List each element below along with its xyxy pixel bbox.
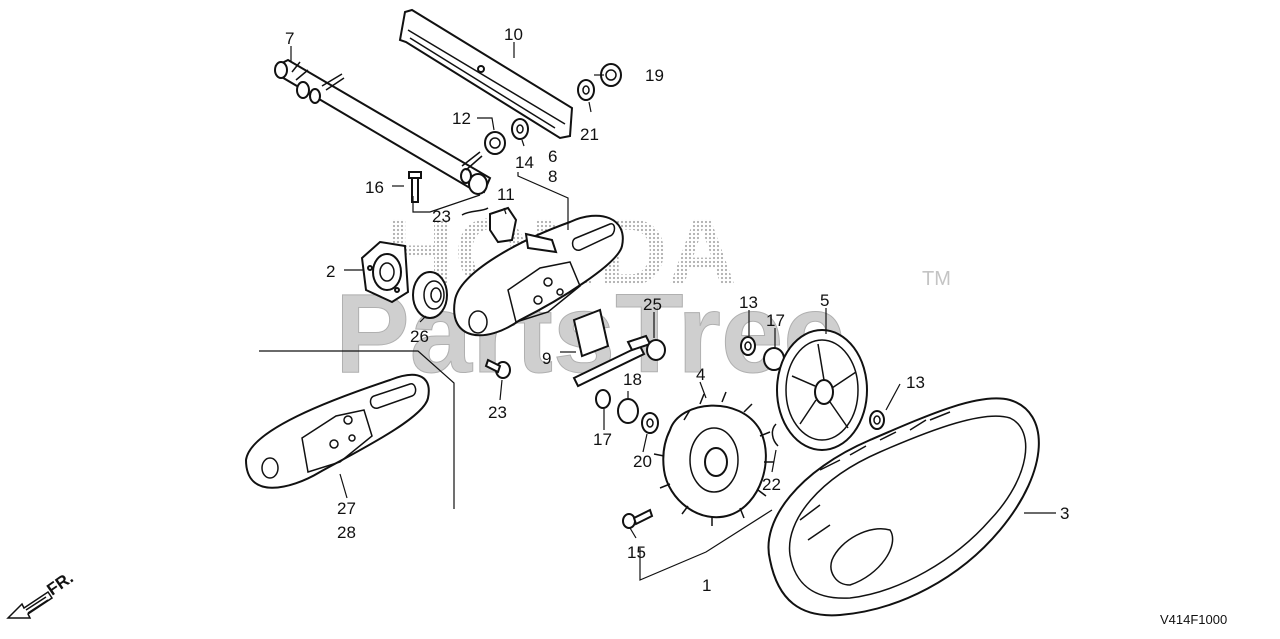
label-24: 23	[488, 403, 507, 422]
part-14-washer	[511, 118, 529, 140]
part-24-bolt	[484, 358, 511, 379]
part-3-track	[767, 397, 1040, 617]
label-6: 6	[548, 147, 557, 166]
part-19-collar	[617, 398, 639, 424]
part-10-rail	[398, 8, 574, 140]
part-16-bolt	[408, 171, 422, 203]
drawing-code: V414F1000	[1160, 612, 1227, 627]
label-11: 11	[497, 185, 515, 204]
part-23-pin-left	[461, 207, 489, 216]
part-5-wheel	[776, 329, 868, 451]
label-8: 8	[548, 167, 557, 186]
part-15-bolt	[622, 508, 654, 529]
part-9-tensioner	[572, 308, 646, 388]
label-22: 21	[580, 125, 599, 144]
label-9: 9	[542, 349, 551, 368]
part-7-shaft	[274, 58, 492, 195]
label-13-upper: 13	[739, 293, 758, 312]
label-15: 15	[627, 543, 646, 562]
part-23-pin-right	[771, 423, 779, 447]
label-13-lower: 13	[906, 373, 925, 392]
label-28: 28	[337, 523, 356, 542]
label-10: 10	[504, 25, 523, 44]
label-26: 26	[410, 327, 429, 346]
part-21-washer	[641, 412, 659, 434]
label-21: 20	[633, 452, 652, 471]
label-18: 17	[593, 430, 612, 449]
label-17: 17	[766, 311, 785, 330]
label-27: 27	[337, 499, 356, 518]
part-8-chain-case-inner	[453, 214, 624, 337]
part-26-bearing	[412, 271, 448, 319]
part-18-washer	[595, 389, 611, 409]
part-4-sprocket	[653, 391, 774, 526]
part-25-bolt	[626, 334, 666, 361]
bracket-line-left	[259, 350, 455, 509]
label-1: 1	[702, 576, 711, 595]
watermark-tm: TM	[922, 268, 951, 290]
part-2-holder	[360, 240, 410, 304]
label-12: 12	[452, 109, 471, 128]
part-13-washer-upper	[740, 336, 756, 356]
part-11-bracket	[489, 206, 518, 244]
part-13-washer-lower	[869, 410, 885, 430]
front-direction-arrow: FR.	[6, 568, 77, 619]
label-2: 2	[326, 262, 335, 281]
label-4: 4	[696, 365, 705, 384]
label-14: 14	[515, 153, 534, 172]
label-16: 16	[365, 178, 384, 197]
part-12-nut	[484, 131, 506, 155]
label-25: 25	[643, 295, 662, 314]
label-7: 7	[285, 29, 294, 48]
label-20: 19	[645, 66, 664, 85]
label-23-right: 22	[762, 475, 781, 494]
label-23-left: 23	[432, 207, 451, 226]
part-27-chain-case-outer	[244, 373, 430, 489]
label-19: 18	[623, 370, 642, 389]
label-5: 5	[820, 291, 829, 310]
label-3: 3	[1060, 504, 1069, 523]
part-22-washer	[577, 79, 595, 101]
